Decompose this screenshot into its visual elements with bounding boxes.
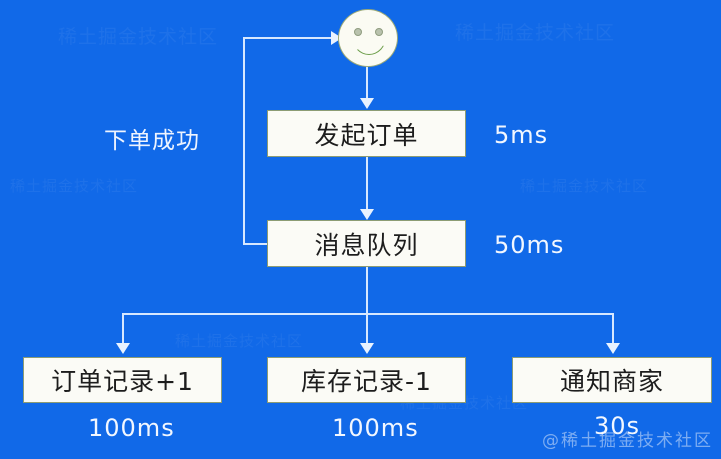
edge-bus-to-notify-merchant-line <box>612 313 614 345</box>
node-stock-record-label: 库存记录-1 <box>301 367 432 396</box>
edge-initiate-to-queue-arrowhead <box>360 209 374 220</box>
branch-bus-horizontal <box>122 313 614 315</box>
latency-initiate-order: 5ms <box>494 121 549 149</box>
latency-notify-merchant: 30s <box>594 412 641 440</box>
smiley-face-icon[interactable] <box>338 9 398 67</box>
edge-bus-to-stock-record-line <box>366 313 368 345</box>
latency-stock-record: 100ms <box>332 414 419 442</box>
node-notify-merchant-label: 通知商家 <box>559 367 664 396</box>
node-message-queue[interactable]: 消息队列 <box>267 220 466 267</box>
latency-message-queue: 50ms <box>494 231 565 259</box>
smiley-mouth-icon <box>352 37 386 55</box>
node-initiate-order[interactable]: 发起订单 <box>267 110 466 157</box>
edge-bus-to-order-record-line <box>122 313 124 345</box>
smiley-left-eye-icon <box>354 28 362 36</box>
node-stock-record[interactable]: 库存记录-1 <box>267 357 466 403</box>
edge-label-order-success: 下单成功 <box>104 128 200 154</box>
latency-order-record: 100ms <box>88 414 175 442</box>
background-watermark-tile: 稀土掘金技术社区 <box>175 333 304 350</box>
background-watermark-tile: 稀土掘金技术社区 <box>58 27 219 48</box>
smiley-right-eye-icon <box>375 28 383 36</box>
background-watermark-tile: 稀土掘金技术社区 <box>455 23 616 44</box>
node-initiate-order-label: 发起订单 <box>314 120 419 150</box>
node-message-queue-label: 消息队列 <box>314 230 419 260</box>
background-watermark-tile: 稀土掘金技术社区 <box>10 178 139 195</box>
edge-bus-to-order-record-arrowhead <box>116 343 130 354</box>
edge-bus-to-stock-record-arrowhead <box>360 343 374 354</box>
background-watermark-tile: 稀土掘金技术社区 <box>520 178 649 195</box>
edge-bus-to-notify-merchant-arrowhead <box>606 343 620 354</box>
edge-initiate-to-queue-line <box>366 157 368 212</box>
node-order-record-label: 订单记录+1 <box>51 367 194 396</box>
edge-actor-to-initiate-arrowhead <box>360 98 374 109</box>
node-order-record[interactable]: 订单记录+1 <box>23 357 222 403</box>
edge-actor-to-initiate-line <box>366 66 368 101</box>
edge-feedback-segment-horizontal-lower <box>243 243 269 245</box>
edge-feedback-segment-horizontal-upper <box>243 37 333 39</box>
node-notify-merchant[interactable]: 通知商家 <box>512 357 712 403</box>
edge-feedback-segment-vertical <box>243 38 245 245</box>
edge-queue-to-bus-line <box>366 267 368 314</box>
